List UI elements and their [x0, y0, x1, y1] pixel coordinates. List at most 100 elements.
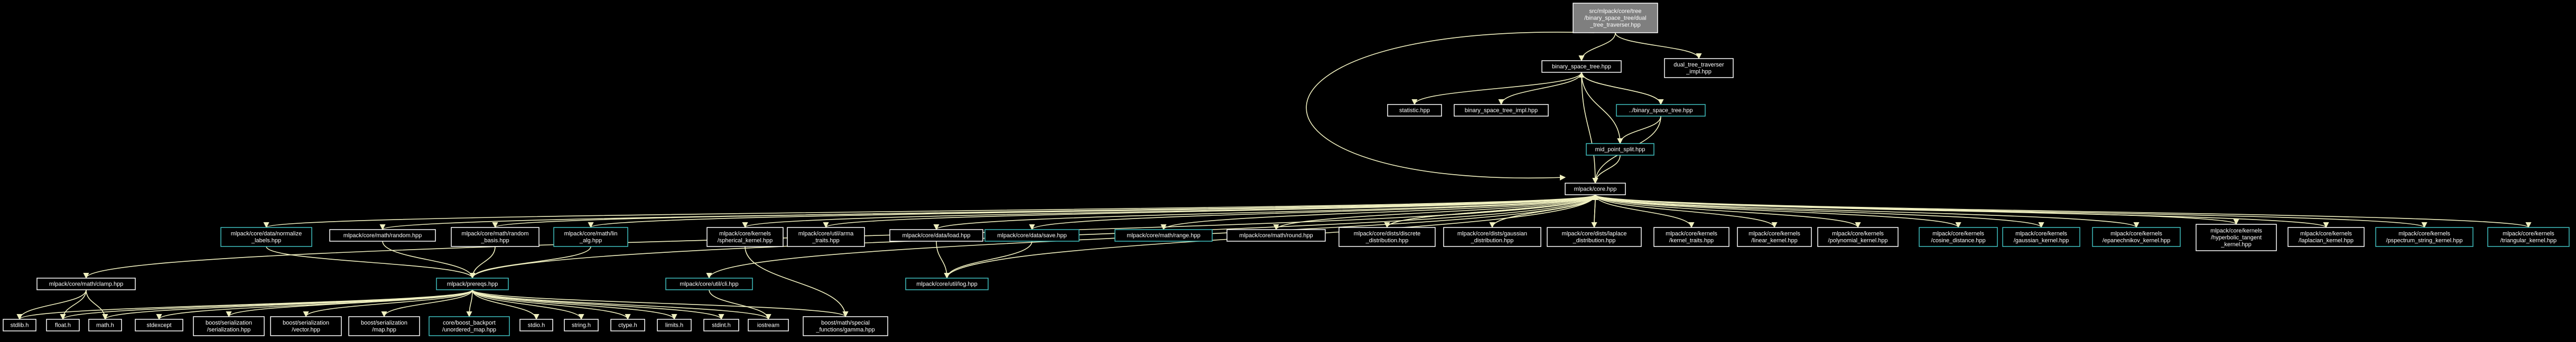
node-label-line: mlpack/core/kernels — [1749, 231, 1800, 237]
node-lin-alg[interactable]: mlpack/core/math/lin_alg.hpp — [553, 227, 628, 247]
node-dtt-impl[interactable]: dual_tree_traverser_impl.hpp — [1664, 58, 1734, 78]
node-label-line: _tree_traverser.hpp — [1589, 22, 1640, 28]
node-label-line: math.h — [96, 322, 114, 329]
node-label-line: limits.h — [665, 322, 683, 329]
node-epanech[interactable]: mlpack/core/kernels/epanechnikov_kernel.… — [2092, 227, 2181, 247]
node-laplace[interactable]: mlpack/core/dists/laplace_distribution.h… — [1547, 227, 1642, 247]
node-normalize[interactable]: mlpack/core/data/normalize_labels.hpp — [220, 227, 312, 247]
node-iostream[interactable]: iostream — [748, 319, 789, 331]
node-laplacian[interactable]: mlpack/core/kernels/laplacian_kernel.hpp — [2287, 227, 2365, 247]
node-label-line: boost/serialization — [283, 320, 329, 326]
node-box — [1586, 143, 1654, 156]
node-discrete[interactable]: mlpack/core/dists/discrete_distribution.… — [1338, 227, 1436, 247]
node-kernel-traits[interactable]: mlpack/core/kernels/kernel_traits.hpp — [1653, 227, 1729, 247]
node-box — [46, 319, 80, 331]
node-clamp[interactable]: mlpack/core/math/clamp.hpp — [36, 278, 136, 290]
node-bst[interactable]: binary_space_tree.hpp — [1541, 60, 1622, 73]
node-load[interactable]: mlpack/core/data/load.hpp — [889, 229, 983, 242]
node-arma-traits[interactable]: mlpack/core/util/arma_traits.hpp — [787, 227, 865, 247]
node-math[interactable]: math.h — [88, 319, 122, 331]
node-save[interactable]: mlpack/core/data/save.hpp — [984, 229, 1080, 242]
node-box — [436, 278, 509, 290]
edge-prereqs-to-float — [60, 289, 473, 320]
node-box — [1737, 227, 1812, 247]
node-label-line: mlpack/core/kernels — [719, 231, 771, 237]
node-label-line: /epanechnikov_kernel.hpp — [2103, 238, 2170, 244]
node-string[interactable]: string.h — [564, 319, 599, 331]
node-label-line: mlpack/core/math/random.hpp — [343, 233, 422, 239]
node-gaussian-k[interactable]: mlpack/core/kernels/gaussian_kernel.hpp — [2002, 227, 2080, 247]
node-label-line: /binary_space_tree/dual — [1584, 15, 1646, 22]
edge-prereqs-to-ser_map — [381, 289, 473, 318]
node-cosine[interactable]: mlpack/core/kernels/cosine_distance.hpp — [1919, 227, 1998, 247]
node-label-line: stdio.h — [528, 322, 545, 329]
node-random[interactable]: mlpack/core/math/random.hpp — [329, 229, 436, 242]
node-core[interactable]: mlpack/core.hpp — [1565, 183, 1626, 195]
node-linear[interactable]: mlpack/core/kernels/linear_kernel.hpp — [1737, 227, 1812, 247]
node-stdint[interactable]: stdint.h — [703, 319, 739, 331]
edge-core-to-normalize — [264, 194, 1596, 229]
node-range[interactable]: mlpack/core/math/range.hpp — [1114, 229, 1213, 242]
node-umap[interactable]: core/boost_backport/unordered_map.hpp — [429, 316, 510, 336]
node-ctype[interactable]: ctype.h — [610, 319, 645, 331]
node-triangular[interactable]: mlpack/core/kernels/triangular_kernel.hp… — [2487, 227, 2570, 247]
node-limits[interactable]: limits.h — [657, 319, 692, 331]
edge-bst-to-mid_split — [1581, 72, 1623, 145]
node-root[interactable]: src/mlpack/core/tree/binary_space_tree/d… — [1573, 3, 1658, 33]
node-box — [610, 319, 645, 331]
node-box — [1226, 229, 1326, 242]
edge-prereqs-to-math — [102, 289, 473, 320]
node-label-line: mlpack/core/kernels — [2015, 231, 2067, 237]
node-box — [348, 316, 420, 336]
edge-core-to-linear — [1595, 194, 1778, 229]
node-pspectrum[interactable]: mlpack/core/kernels/pspectrum_string_ker… — [2375, 227, 2473, 247]
node-label-line: stdlib.h — [11, 322, 29, 329]
edge-core-to-polynomial — [1595, 194, 1861, 229]
node-label-line: core/boost_backport — [443, 320, 496, 326]
node-float[interactable]: float.h — [46, 319, 80, 331]
node-cli[interactable]: mlpack/core/util/cli.hpp — [665, 278, 753, 290]
node-label-line: /polynomial_kernel.hpp — [1828, 238, 1887, 244]
node-prereqs[interactable]: mlpack/prereqs.hpp — [436, 278, 509, 290]
node-label-line: src/mlpack/core/tree — [1589, 8, 1641, 15]
node-box — [270, 316, 342, 336]
node-statistic[interactable]: statistic.hpp — [1387, 104, 1442, 117]
node-label-line: mlpack/core/kernels — [2110, 231, 2162, 237]
edge-prereqs-to-gamma — [472, 289, 849, 318]
node-box — [519, 319, 553, 331]
node-stdlib[interactable]: stdlib.h — [3, 319, 36, 331]
node-label-line: _kernel.hpp — [2220, 242, 2252, 248]
node-round[interactable]: mlpack/core/math/round.hpp — [1226, 229, 1326, 242]
node-ser-hpp[interactable]: boost/serialization/serialization.hpp — [193, 316, 265, 336]
node-label-line: _traits.hpp — [812, 238, 839, 244]
node-stdexcept[interactable]: stdexcept — [135, 319, 183, 331]
edge-prereqs-to-stdlib — [16, 289, 473, 320]
node-box — [329, 229, 436, 242]
node-bst-rel[interactable]: ../binary_space_tree.hpp — [1616, 104, 1706, 117]
node-random-basis[interactable]: mlpack/core/math/random_basis.hpp — [451, 227, 540, 247]
node-spherical[interactable]: mlpack/core/kernels/spherical_kernel.hpp — [706, 227, 784, 247]
node-label-line: mlpack/core/util/arma — [798, 231, 854, 237]
edge-bst_rel-to-bst — [1578, 71, 1661, 105]
node-ser-map[interactable]: boost/serialization/map.hpp — [348, 316, 420, 336]
edge-gaussian_dist-to-core — [1492, 194, 1598, 228]
edge-root-to-bst — [1578, 32, 1616, 62]
edge-core-to-round — [1273, 194, 1596, 231]
node-box — [2487, 227, 2570, 247]
node-box — [1338, 227, 1436, 247]
node-log[interactable]: mlpack/core/util/log.hpp — [905, 278, 989, 290]
node-label-line: /serialization.hpp — [207, 327, 251, 333]
node-label-line: mlpack/core/math/round.hpp — [1239, 233, 1313, 239]
node-polynomial[interactable]: mlpack/core/kernels/polynomial_kernel.hp… — [1817, 227, 1899, 247]
node-gaussian-dist[interactable]: mlpack/core/dists/gaussian_distribution.… — [1443, 227, 1541, 247]
node-mid-split[interactable]: mid_point_split.hpp — [1586, 143, 1654, 156]
node-label-line: binary_space_tree.hpp — [1552, 64, 1611, 70]
node-bst-impl[interactable]: binary_space_tree_impl.hpp — [1454, 104, 1549, 117]
node-gamma[interactable]: boost/math/special_functions/gamma.hpp — [803, 316, 888, 336]
node-box — [665, 278, 753, 290]
edge-core-to-cosine — [1595, 194, 1961, 229]
node-box — [135, 319, 183, 331]
node-ser-vector[interactable]: boost/serialization/vector.hpp — [270, 316, 342, 336]
node-hyperbolic[interactable]: mlpack/core/kernels/hyperbolic_tangent_k… — [2196, 224, 2277, 251]
node-stdio[interactable]: stdio.h — [519, 319, 553, 331]
